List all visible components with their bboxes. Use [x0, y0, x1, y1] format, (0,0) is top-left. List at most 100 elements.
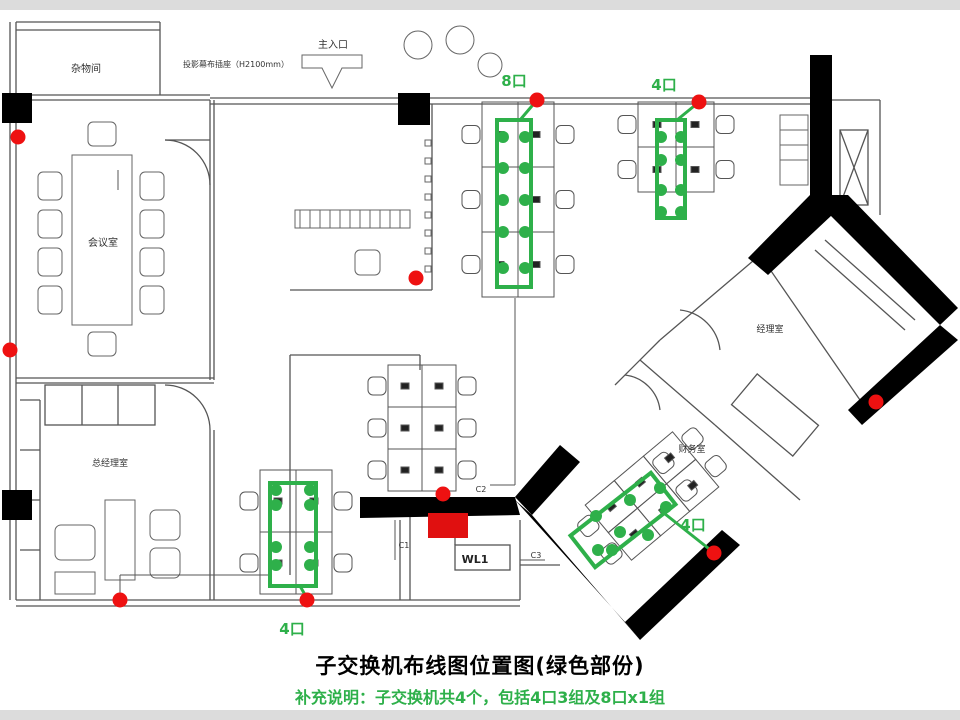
chair	[555, 125, 575, 144]
computer-icon	[400, 424, 410, 432]
chair	[333, 491, 353, 511]
switch-port-dot	[655, 131, 667, 143]
switch-group-outline	[495, 118, 533, 289]
chair	[617, 115, 637, 134]
chair	[367, 460, 387, 480]
switch-port-dot	[675, 206, 687, 218]
switch-groups	[268, 99, 714, 601]
switch-port-dot	[519, 262, 531, 274]
entrance-furniture	[294, 25, 809, 276]
switch-port-dot	[497, 226, 509, 238]
switch-port-dot	[624, 494, 636, 506]
network-port-dot	[299, 592, 315, 608]
switch-uplink-line	[659, 508, 714, 554]
switch-port-dot	[675, 131, 687, 143]
computer-icon	[434, 424, 444, 432]
chair	[239, 553, 259, 573]
diagram-note: 补充说明：子交换机共4个，包括4口3组及8口x1组	[295, 688, 665, 707]
workstation-cluster	[367, 364, 477, 492]
switch-port-dot	[660, 501, 672, 513]
switch-port-dot	[304, 484, 316, 496]
projection-socket-label: 投影幕布插座（H2100mm）	[183, 59, 289, 69]
bottom-bar	[0, 710, 960, 720]
chair	[715, 160, 735, 179]
chair	[333, 553, 353, 573]
chair	[367, 376, 387, 396]
chair	[457, 460, 477, 480]
chair	[457, 418, 477, 438]
switch-port-dot	[304, 541, 316, 553]
switch-port-dot	[270, 559, 282, 571]
chair	[555, 190, 575, 209]
switch-port-dot	[270, 484, 282, 496]
diagram-title: 子交换机布线图位置图(绿色部份)	[315, 654, 645, 678]
network-port-dot	[2, 342, 18, 358]
room-label-meeting: 会议室	[88, 236, 118, 249]
switch-port-dot	[497, 131, 509, 143]
chair	[461, 255, 481, 274]
computer-icon	[434, 466, 444, 474]
chair	[461, 190, 481, 209]
door-markers	[424, 139, 432, 273]
room-label-finance: 财务室	[678, 443, 705, 455]
chair	[617, 160, 637, 179]
switch-port-dot	[655, 154, 667, 166]
meeting-room-furniture	[37, 121, 165, 357]
switch-label-4port-a: 4口	[651, 76, 676, 94]
switch-port-dot	[497, 194, 509, 206]
desk	[665, 458, 720, 513]
switch-port-dot	[590, 510, 602, 522]
switch-port-dot	[304, 559, 316, 571]
switch-port-dot	[519, 131, 531, 143]
network-port-dot	[10, 129, 26, 145]
switch-group-outline	[655, 118, 687, 220]
switch-group-outline	[268, 481, 318, 588]
switch-port-dot	[655, 184, 667, 196]
network-port-dot	[529, 92, 545, 108]
c2-label: C2	[476, 485, 487, 494]
switch-port-dot	[614, 526, 626, 538]
chair	[239, 491, 259, 511]
switch-port-dot	[519, 194, 531, 206]
room-label-manager: 经理室	[756, 323, 783, 335]
computer-icon	[690, 166, 700, 173]
network-port-dot	[112, 592, 128, 608]
chair	[461, 125, 481, 144]
switch-port-dot	[270, 541, 282, 553]
gm-room-furniture	[54, 499, 181, 595]
desk	[675, 146, 715, 193]
network-port-dot	[706, 545, 722, 561]
entrance-label: 主入口	[318, 39, 348, 51]
workstation-cluster	[461, 101, 575, 298]
switch-port-dot	[304, 499, 316, 511]
switch-port-dot	[497, 262, 509, 274]
chair	[457, 376, 477, 396]
network-port-dot	[408, 270, 424, 286]
computer-icon	[400, 382, 410, 390]
computer-icon	[434, 382, 444, 390]
computer-icon	[686, 479, 699, 491]
switch-port-dot	[675, 184, 687, 196]
c1-label: C1	[399, 541, 410, 550]
computer-icon	[531, 131, 541, 138]
switch-port-dot	[497, 162, 509, 174]
switch-port-dot	[642, 529, 654, 541]
switch-label-8port: 8口	[501, 72, 526, 90]
desk	[517, 231, 555, 298]
network-port-dot	[868, 394, 884, 410]
computer-icon	[400, 466, 410, 474]
switch-label-4port-c: 4口	[680, 516, 705, 534]
chair	[675, 479, 698, 502]
chair	[367, 418, 387, 438]
switch-port-dot	[675, 154, 687, 166]
switch-port-dot	[606, 544, 618, 556]
network-ports	[2, 92, 884, 608]
chair	[715, 115, 735, 134]
chair	[555, 255, 575, 274]
computer-icon	[663, 452, 676, 464]
computer-icon	[531, 196, 541, 203]
room-label-gm: 总经理室	[92, 457, 128, 469]
switch-port-dot	[654, 482, 666, 494]
